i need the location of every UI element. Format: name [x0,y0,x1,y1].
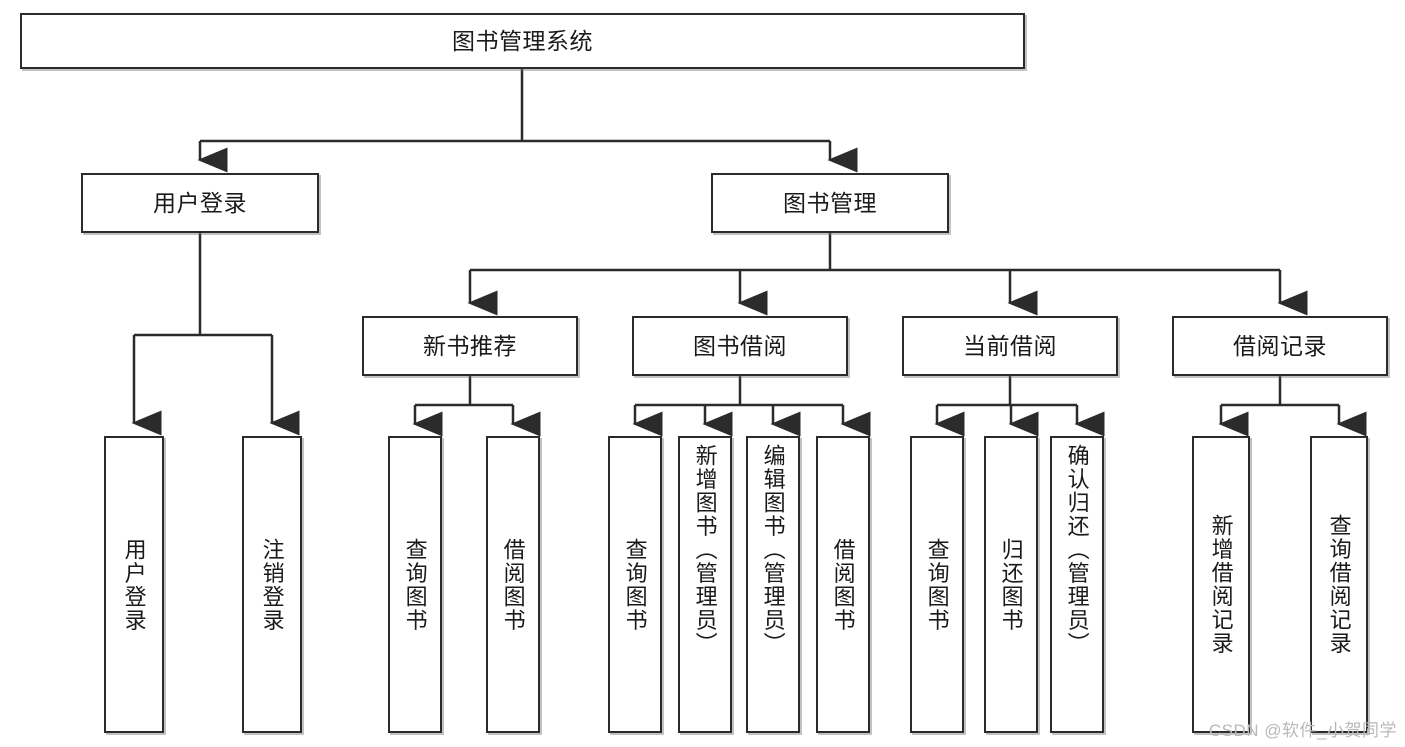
node-leaf-rec-query[interactable]: 查询图书 [388,436,442,733]
node-current-borrow-label: 当前借阅 [963,332,1057,359]
node-leaf-rec-borrow[interactable]: 借阅图书 [486,436,540,733]
node-leaf-user-logout[interactable]: 注销登录 [242,436,302,733]
node-leaf-borrow-edit[interactable]: 编辑图书（管理员） [746,436,800,733]
node-book-manage[interactable]: 图书管理 [711,173,949,233]
node-leaf-cur-query-label: 查询图书 [924,537,950,632]
csdn-watermark: CSDN @软件_小贺同学 [1208,721,1397,740]
node-borrow-record-label: 借阅记录 [1233,332,1327,359]
node-leaf-cur-return[interactable]: 归还图书 [984,436,1038,733]
node-leaf-borrow-add[interactable]: 新增图书（管理员） [678,436,732,733]
node-book-manage-label: 图书管理 [783,189,877,216]
node-leaf-rec-borrow-label: 借阅图书 [500,537,526,632]
node-book-borrow[interactable]: 图书借阅 [632,316,848,376]
node-leaf-rec-add[interactable]: 新增借阅记录 [1192,436,1250,733]
node-leaf-borrow-query-label: 查询图书 [622,537,648,632]
node-root-label: 图书管理系统 [452,27,593,54]
node-root[interactable]: 图书管理系统 [20,13,1025,69]
node-user-login-label: 用户登录 [153,189,247,216]
node-leaf-rec-query-label: 查询图书 [402,537,428,632]
node-leaf-cur-confirm-label: 确认归还（管理员） [1064,444,1090,656]
node-leaf-rec-search[interactable]: 查询借阅记录 [1310,436,1368,733]
node-leaf-cur-return-label: 归还图书 [998,537,1024,632]
node-leaf-user-logout-label: 注销登录 [259,537,285,632]
node-leaf-borrow-lend-label: 借阅图书 [830,537,856,632]
node-leaf-borrow-edit-label: 编辑图书（管理员） [760,444,786,656]
node-leaf-rec-add-label: 新增借阅记录 [1208,514,1234,655]
node-leaf-cur-confirm[interactable]: 确认归还（管理员） [1050,436,1104,733]
node-current-borrow[interactable]: 当前借阅 [902,316,1118,376]
node-borrow-record[interactable]: 借阅记录 [1172,316,1388,376]
node-book-borrow-label: 图书借阅 [693,332,787,359]
node-leaf-user-login-label: 用户登录 [121,537,147,632]
node-leaf-borrow-query[interactable]: 查询图书 [608,436,662,733]
node-leaf-user-login[interactable]: 用户登录 [104,436,164,733]
node-new-book-rec-label: 新书推荐 [423,332,517,359]
node-leaf-borrow-add-label: 新增图书（管理员） [692,444,718,656]
node-leaf-cur-query[interactable]: 查询图书 [910,436,964,733]
node-user-login[interactable]: 用户登录 [81,173,319,233]
node-leaf-borrow-lend[interactable]: 借阅图书 [816,436,870,733]
node-new-book-rec[interactable]: 新书推荐 [362,316,578,376]
node-leaf-rec-search-label: 查询借阅记录 [1326,514,1352,655]
